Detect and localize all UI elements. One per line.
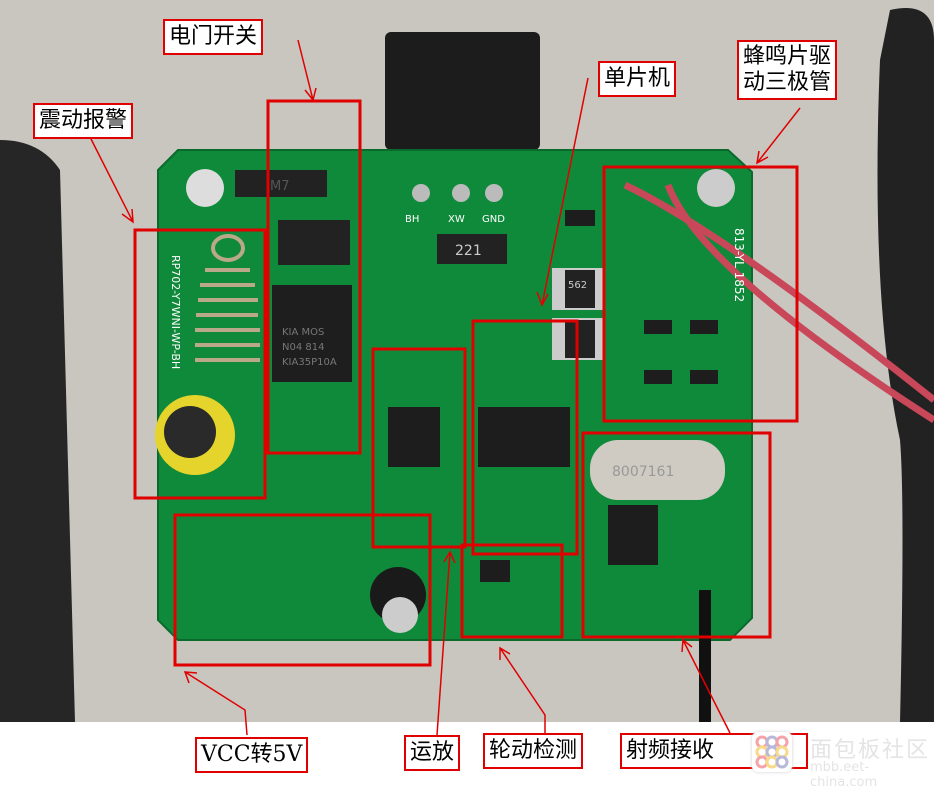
svg-text:N04 814: N04 814 [282,342,324,353]
svg-text:KIA35P10A: KIA35P10A [282,357,337,368]
mcu-chip [478,407,570,467]
watermark-logo-icon [752,732,792,772]
label-vcc-5v: VCC转5V [195,737,309,773]
box-rf-receive [581,431,772,639]
svg-text:562: 562 [568,280,587,291]
watermark-name: 面包板社区 [810,738,931,763]
label-buzzer-driver: 蜂鸣片驱 动三极管 [737,40,838,100]
svg-text:KIA MOS: KIA MOS [282,327,324,338]
box-power-switch [266,99,362,455]
label-rf-receive: 射频接收 [620,733,808,769]
label-buzzer-driver-line2: 动三极管 [743,70,832,95]
label-wheel-detect: 轮动检测 [483,733,584,769]
box-wheel-detect [460,543,564,639]
box-vcc-5v [173,513,432,667]
svg-text:XW: XW [448,214,465,225]
box-op-amp [371,347,467,549]
opamp-chip [388,407,440,467]
diode [235,170,327,197]
buzzer-wires [623,181,934,423]
svg-text:BH: BH [405,214,419,225]
svg-text:M7: M7 [270,179,290,194]
crystal [590,440,725,500]
enclosure-left [0,140,75,722]
svg-text:813-YL 1852: 813-YL 1852 [732,228,746,302]
mosfet [272,285,352,382]
annotation-arrows [89,39,801,736]
rf-chip [608,505,658,565]
svg-text:GND: GND [482,214,505,225]
box-mcu [471,319,579,556]
enclosure-right [877,8,934,722]
connector [385,32,540,150]
label-op-amp: 运放 [404,735,461,771]
vibration-spring [195,234,260,362]
watermark: 面包板社区 mbb.eet-china.com [752,732,932,787]
label-buzzer-driver-line1: 蜂鸣片驱 [743,44,832,69]
mount-hole [186,169,224,207]
svg-text:RP702-Y7WNI-WP-BH: RP702-Y7WNI-WP-BH [169,255,182,369]
svg-text:221: 221 [455,243,482,259]
label-mcu: 单片机 [598,61,677,97]
label-power-switch: 电门开关 [163,19,264,55]
svg-text:8007161: 8007161 [612,464,674,480]
label-vibration-alarm: 震动报警 [33,103,134,139]
watermark-url: mbb.eet-china.com [810,760,878,787]
box-buzzer-driver [602,165,799,423]
box-vibration-alarm [133,228,267,500]
mount-hole [697,169,735,207]
annotation-boxes [133,99,799,667]
